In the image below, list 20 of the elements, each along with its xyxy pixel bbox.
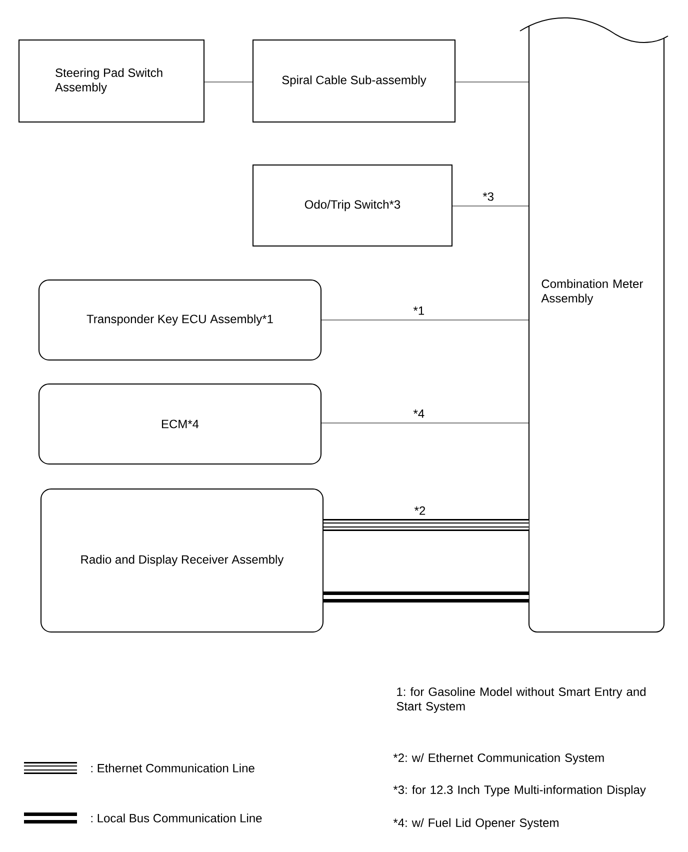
footnote: *4: w/ Fuel Lid Opener System (393, 818, 558, 830)
connection-line (324, 592, 529, 602)
footnote: *2: w/ Ethernet Communication System (393, 753, 604, 764)
meter-assembly-box: Combination Meter Assembly (520, 17, 668, 632)
edge-label: *2 (413, 505, 427, 516)
legend-text: : Local Bus Communication Line (91, 814, 262, 822)
connection-line (324, 519, 529, 531)
edge-label: *3 (482, 191, 496, 202)
edge-label: *1 (412, 306, 426, 316)
edge-label: *4 (412, 408, 426, 419)
component-box: ECM*4 (38, 384, 322, 464)
footnote: *3: for 12.3 Inch Type Multi-information Display (393, 785, 646, 796)
component-box: Spiral Cable Sub-assembly (252, 40, 456, 122)
component-box: Odo/Trip Switch*3 (252, 164, 452, 246)
legend-text: : Ethernet Communication Line (91, 764, 254, 772)
footnote: 1: for Gasoline Model without Smart Entry and Start System (396, 687, 646, 713)
component-box: Radio and Display Receiver Assembly (40, 488, 324, 632)
connection-line (321, 422, 530, 424)
component-box: Steering Pad Switch Assembly (18, 40, 204, 122)
component-box: Transponder Key ECU Assembly*1 (38, 280, 322, 360)
